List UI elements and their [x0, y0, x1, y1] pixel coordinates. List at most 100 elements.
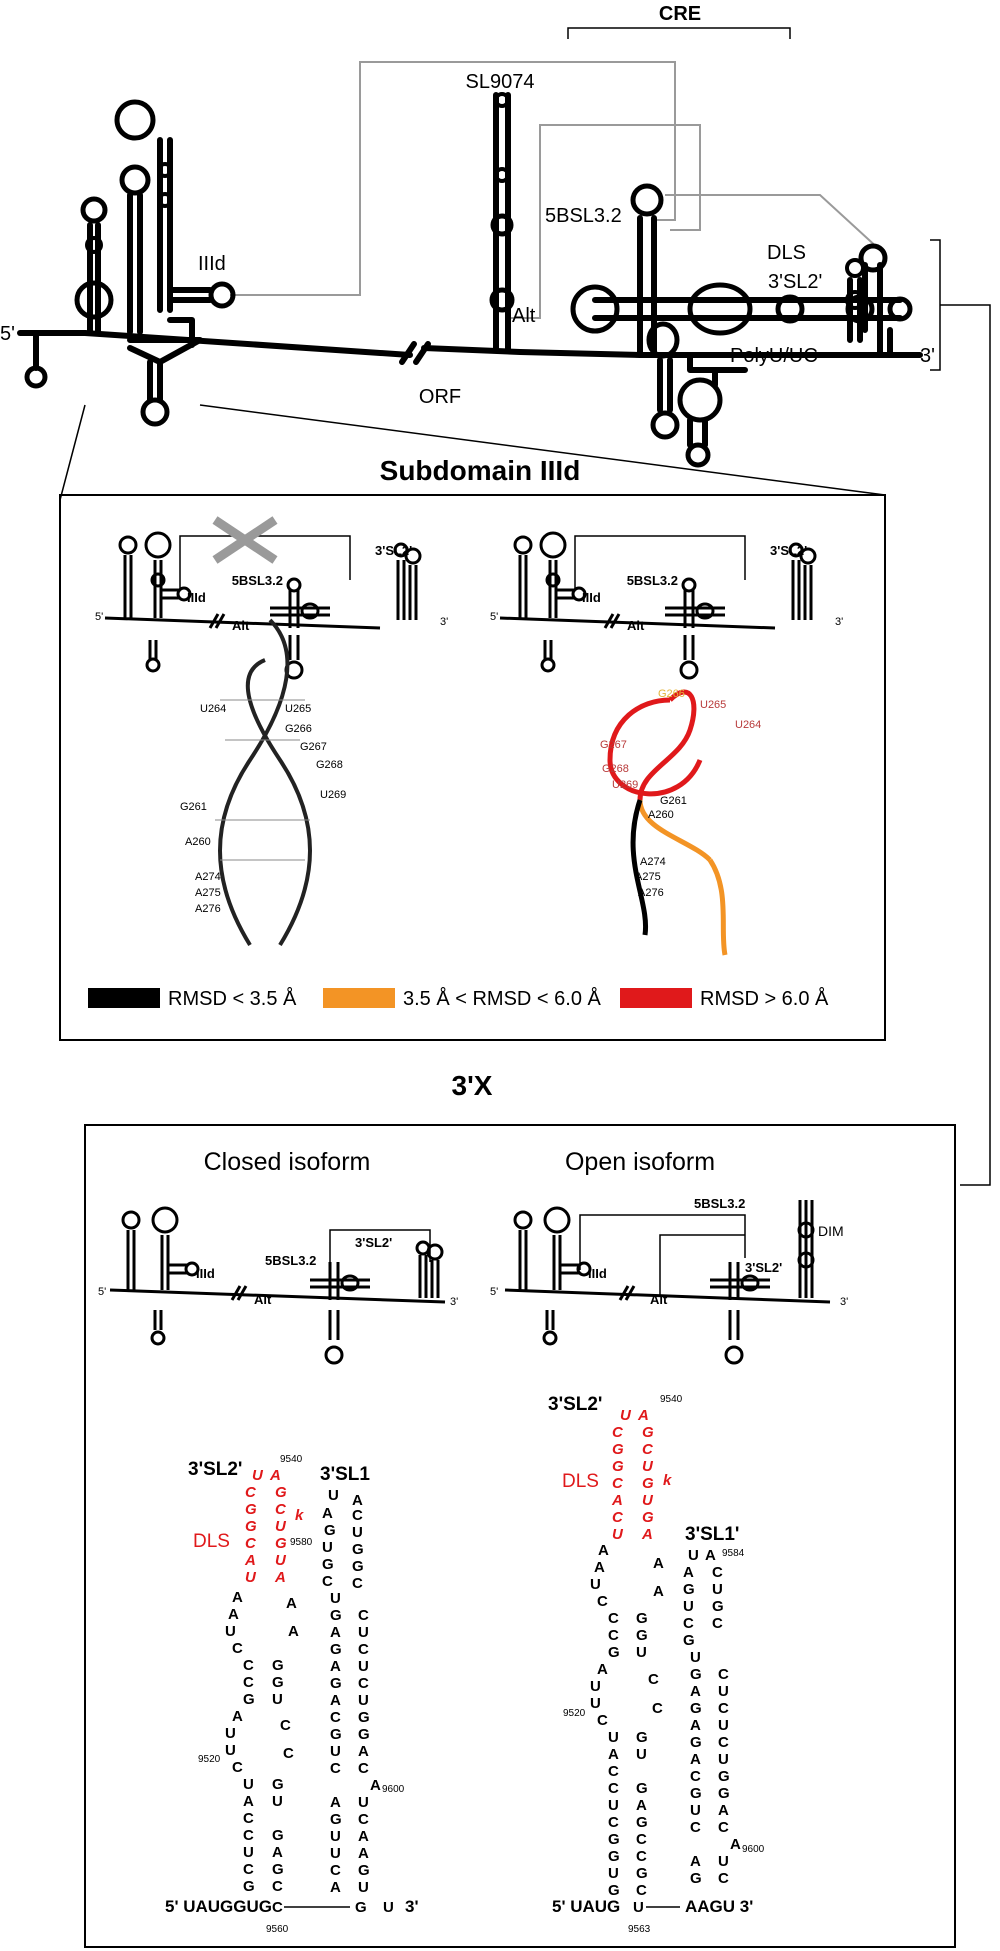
svg-text:G: G: [272, 1657, 284, 1674]
svg-text:C: C: [243, 1657, 254, 1674]
svg-text:A: A: [288, 1623, 299, 1640]
svg-text:C: C: [608, 1814, 619, 1831]
svg-text:A275: A275: [195, 887, 221, 899]
svg-text:U: U: [272, 1793, 283, 1810]
svg-text:Alt: Alt: [650, 1292, 668, 1307]
svg-text:C: C: [330, 1709, 341, 1726]
genome-overview: CRE IIId 5' SL9074: [0, 3, 991, 1186]
svg-text:C: C: [718, 1700, 729, 1717]
svg-text:G: G: [718, 1768, 730, 1785]
panel-subdomain-illd: Subdomain IIId IIId 5' Alt 5BSL3: [59, 404, 886, 1041]
svg-text:C: C: [597, 1712, 608, 1729]
svg-text:C: C: [232, 1640, 243, 1657]
open-sl1-label: 3'SL1': [685, 1524, 739, 1545]
svg-text:A: A: [653, 1555, 664, 1572]
dls-label-top: DLS: [767, 242, 806, 264]
svg-text:G: G: [690, 1734, 702, 1751]
5bsl-label-top: 5BSL3.2: [545, 205, 622, 227]
svg-text:5': 5': [95, 611, 103, 623]
svg-text:C: C: [636, 1882, 647, 1899]
svg-text:G261: G261: [180, 801, 207, 813]
svg-text:G: G: [243, 1691, 255, 1708]
closed-sl1-label: 3'SL1: [320, 1464, 370, 1485]
cre-label: CRE: [659, 3, 701, 25]
svg-text:3': 3': [450, 1296, 458, 1308]
svg-text:C: C: [718, 1819, 729, 1836]
svg-text:IIId: IIId: [196, 1266, 215, 1281]
svg-text:U: U: [612, 1526, 624, 1543]
svg-text:C: C: [608, 1763, 619, 1780]
panel-b-frame: [84, 1124, 956, 1948]
panel-a-5bsl-right: 5BSL3.2: [627, 573, 678, 588]
svg-text:G: G: [718, 1785, 730, 1802]
svg-text:C: C: [642, 1441, 654, 1458]
svg-text:U: U: [642, 1492, 654, 1509]
x-title: 3'X: [452, 1070, 493, 1101]
svg-text:G: G: [243, 1878, 255, 1895]
helix-structure-right: G266 U265 U264 G267 G268 U269 G261 A260 …: [600, 688, 761, 956]
svg-text:U: U: [358, 1879, 369, 1896]
svg-text:DIM: DIM: [818, 1223, 844, 1239]
svg-text:G: G: [608, 1882, 620, 1899]
svg-text:C: C: [652, 1700, 663, 1717]
svg-text:U: U: [636, 1644, 647, 1661]
svg-text:9600: 9600: [382, 1784, 405, 1795]
rmsd-legend: RMSD < 3.5 Å 3.5 Å < RMSD < 6.0 Å RMSD >…: [88, 987, 829, 1010]
mini-diagram-open: IIId 5' Alt 5BSL3.2 3'SL2' DIM 3': [490, 1196, 848, 1365]
svg-text:A: A: [598, 1542, 609, 1559]
svg-text:U: U: [683, 1598, 694, 1615]
svg-text:C: C: [245, 1535, 257, 1552]
svg-text:U: U: [690, 1649, 701, 1666]
svg-text:G: G: [322, 1556, 334, 1573]
svg-text:3': 3': [440, 616, 448, 628]
svg-text:A: A: [352, 1492, 363, 1509]
closed-five-seq: 5' UAUGGUG: [165, 1897, 272, 1916]
svg-text:C: C: [718, 1734, 729, 1751]
svg-text:G: G: [642, 1509, 654, 1526]
svg-text:A: A: [653, 1583, 664, 1600]
svg-text:U: U: [225, 1623, 236, 1640]
svg-text:G: G: [358, 1709, 370, 1726]
svg-text:G: G: [275, 1484, 287, 1501]
svg-text:G: G: [324, 1522, 336, 1539]
panel-3x: Closed isoform Open isoform IIId 5' Alt …: [98, 1148, 848, 1935]
svg-text:9563: 9563: [628, 1924, 651, 1935]
svg-text:A: A: [690, 1683, 701, 1700]
svg-text:9520: 9520: [198, 1754, 221, 1765]
svg-text:U: U: [590, 1576, 601, 1593]
svg-text:G: G: [358, 1862, 370, 1879]
svg-text:G: G: [245, 1501, 257, 1518]
svg-text:G: G: [352, 1558, 364, 1575]
svg-text:A: A: [330, 1879, 341, 1896]
svg-text:A: A: [232, 1708, 243, 1725]
svg-text:A276: A276: [638, 887, 664, 899]
illd-label-top: IIId: [198, 253, 226, 275]
svg-text:C: C: [283, 1745, 294, 1762]
svg-text:U269: U269: [612, 779, 638, 791]
svg-text:A: A: [269, 1467, 281, 1484]
svg-text:C: C: [358, 1811, 369, 1828]
svg-text:A: A: [597, 1661, 608, 1678]
svg-text:A: A: [683, 1564, 694, 1581]
svg-text:3': 3': [840, 1296, 848, 1308]
mini-diagram-right: IIId 5' Alt 5BSL3.2 3'SL2' 3': [490, 531, 843, 680]
svg-text:G268: G268: [602, 763, 629, 775]
svg-text:IIId: IIId: [588, 1266, 607, 1281]
svg-text:C: C: [690, 1819, 701, 1836]
svg-text:C: C: [245, 1484, 257, 1501]
svg-text:U: U: [330, 1590, 341, 1607]
svg-text:G: G: [272, 1827, 284, 1844]
svg-text:C: C: [232, 1759, 243, 1776]
open-three-seq: AAGU 3': [685, 1897, 753, 1916]
svg-text:A: A: [730, 1836, 741, 1853]
svg-text:G267: G267: [600, 739, 627, 751]
svg-text:9560: 9560: [266, 1924, 289, 1935]
svg-text:U: U: [352, 1524, 363, 1541]
svg-text:A276: A276: [195, 903, 221, 915]
svg-text:U: U: [243, 1844, 254, 1861]
alt-label-top: Alt: [512, 305, 536, 327]
svg-text:A: A: [232, 1589, 243, 1606]
svg-text:A: A: [243, 1793, 254, 1810]
svg-text:A274: A274: [195, 871, 221, 883]
